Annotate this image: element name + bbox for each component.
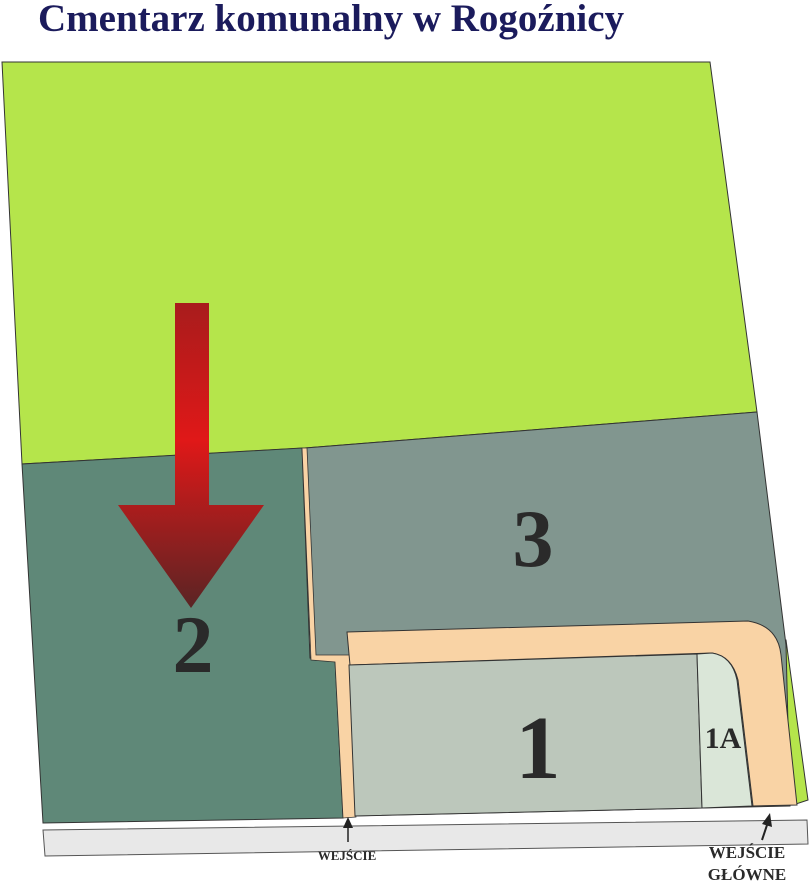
main-entrance-arrow-icon: [761, 813, 772, 841]
arrow-down-icon: [118, 303, 264, 608]
section-1a-area[interactable]: [696, 652, 753, 809]
main-entrance-label-2: GŁÓWNE: [708, 865, 786, 881]
section-3-label: 3: [513, 493, 554, 584]
entrance-label: WEJŚCIE: [318, 848, 377, 863]
section-1-label: 1: [516, 699, 561, 798]
free-area: [1, 61, 758, 465]
path-west: [301, 447, 357, 819]
section-1a-label: 1A: [705, 722, 742, 755]
road: [42, 819, 809, 857]
entrance-arrow-icon: [343, 817, 353, 842]
map-title: Cmentarz komunalny w Rogoźnicy: [38, 0, 625, 40]
main-entrance-label-1: WEJŚCIE: [709, 843, 786, 862]
section-2-label: 2: [173, 599, 214, 690]
